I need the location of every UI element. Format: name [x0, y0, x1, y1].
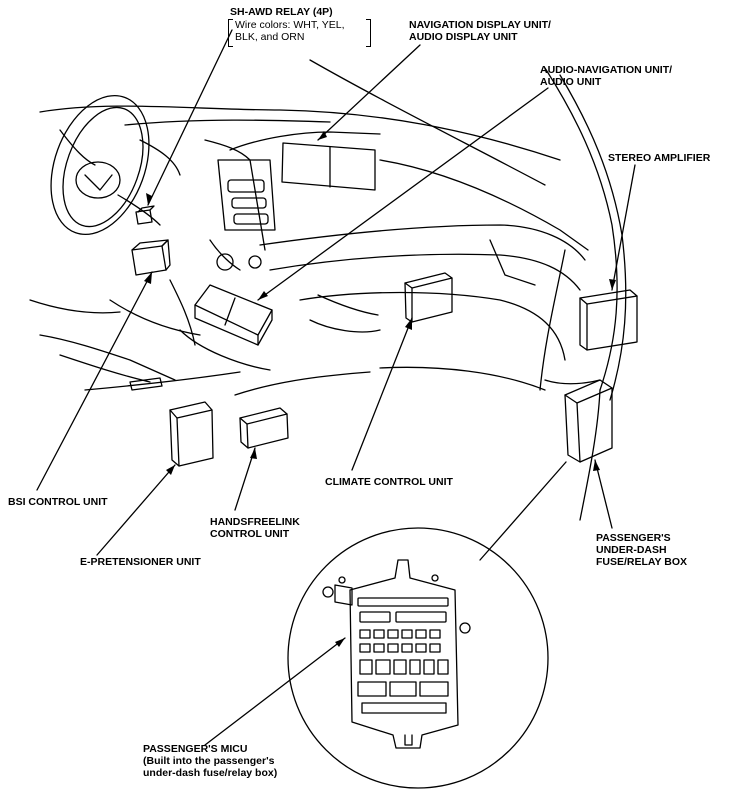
sh-awd-relay-box: [135, 205, 155, 225]
arrow-passenger-fuse: [594, 459, 613, 529]
arrow-climate: [351, 317, 413, 471]
arrow-stereo-amp: [611, 164, 636, 291]
handsfreelink-box: [239, 407, 289, 449]
arrow-micu: [204, 637, 346, 746]
label-stereo-amplifier: STEREO AMPLIFIER: [608, 152, 711, 164]
e-pretensioner-box: [169, 401, 214, 467]
leader-lines: [36, 29, 636, 746]
arrow-sh-awd-relay: [147, 29, 233, 206]
arrow-audio-nav: [257, 87, 549, 301]
bracket-left: [228, 19, 233, 47]
label-sh-awd-relay: SH-AWD RELAY (4P): [230, 6, 333, 18]
label-audio-navigation-unit: AUDIO-NAVIGATION UNIT/ AUDIO UNIT: [540, 64, 673, 88]
passenger-fuse-box: [564, 379, 613, 463]
micu-inset: [287, 527, 549, 789]
dashboard-outline: [29, 59, 627, 521]
arrow-nav-display: [317, 44, 421, 141]
label-navigation-display: NAVIGATION DISPLAY UNIT/ AUDIO DISPLAY U…: [409, 19, 551, 43]
stereo-amplifier-box: [579, 289, 638, 351]
label-passenger-fuse-box: PASSENGER'S UNDER-DASH FUSE/RELAY BOX: [596, 532, 688, 568]
arrow-epretensioner: [96, 464, 176, 556]
arrow-micu-inset: [479, 461, 567, 561]
climate-control-unit-box: [404, 272, 453, 323]
bracket-right: [366, 19, 371, 47]
label-sh-awd-wire-colors: Wire colors: WHT, YEL, BLK, and ORN: [235, 19, 345, 43]
label-passenger-micu: PASSENGER'S MICU (Built into the passeng…: [143, 743, 278, 779]
arrow-bsi: [36, 271, 153, 491]
label-e-pretensioner: E-PRETENSIONER UNIT: [80, 556, 201, 568]
arrow-handsfreelink: [234, 447, 256, 511]
bsi-control-unit-box: [131, 239, 171, 276]
steering-wheel: [50, 94, 181, 236]
navigation-display-box: [281, 142, 376, 191]
audio-navigation-unit-box: [194, 284, 273, 346]
label-handsfreelink: HANDSFREELINK CONTROL UNIT: [210, 516, 300, 540]
label-climate-control-unit: CLIMATE CONTROL UNIT: [325, 476, 453, 488]
label-bsi-control-unit: BSI CONTROL UNIT: [8, 496, 108, 508]
arrowheads: [144, 131, 616, 647]
